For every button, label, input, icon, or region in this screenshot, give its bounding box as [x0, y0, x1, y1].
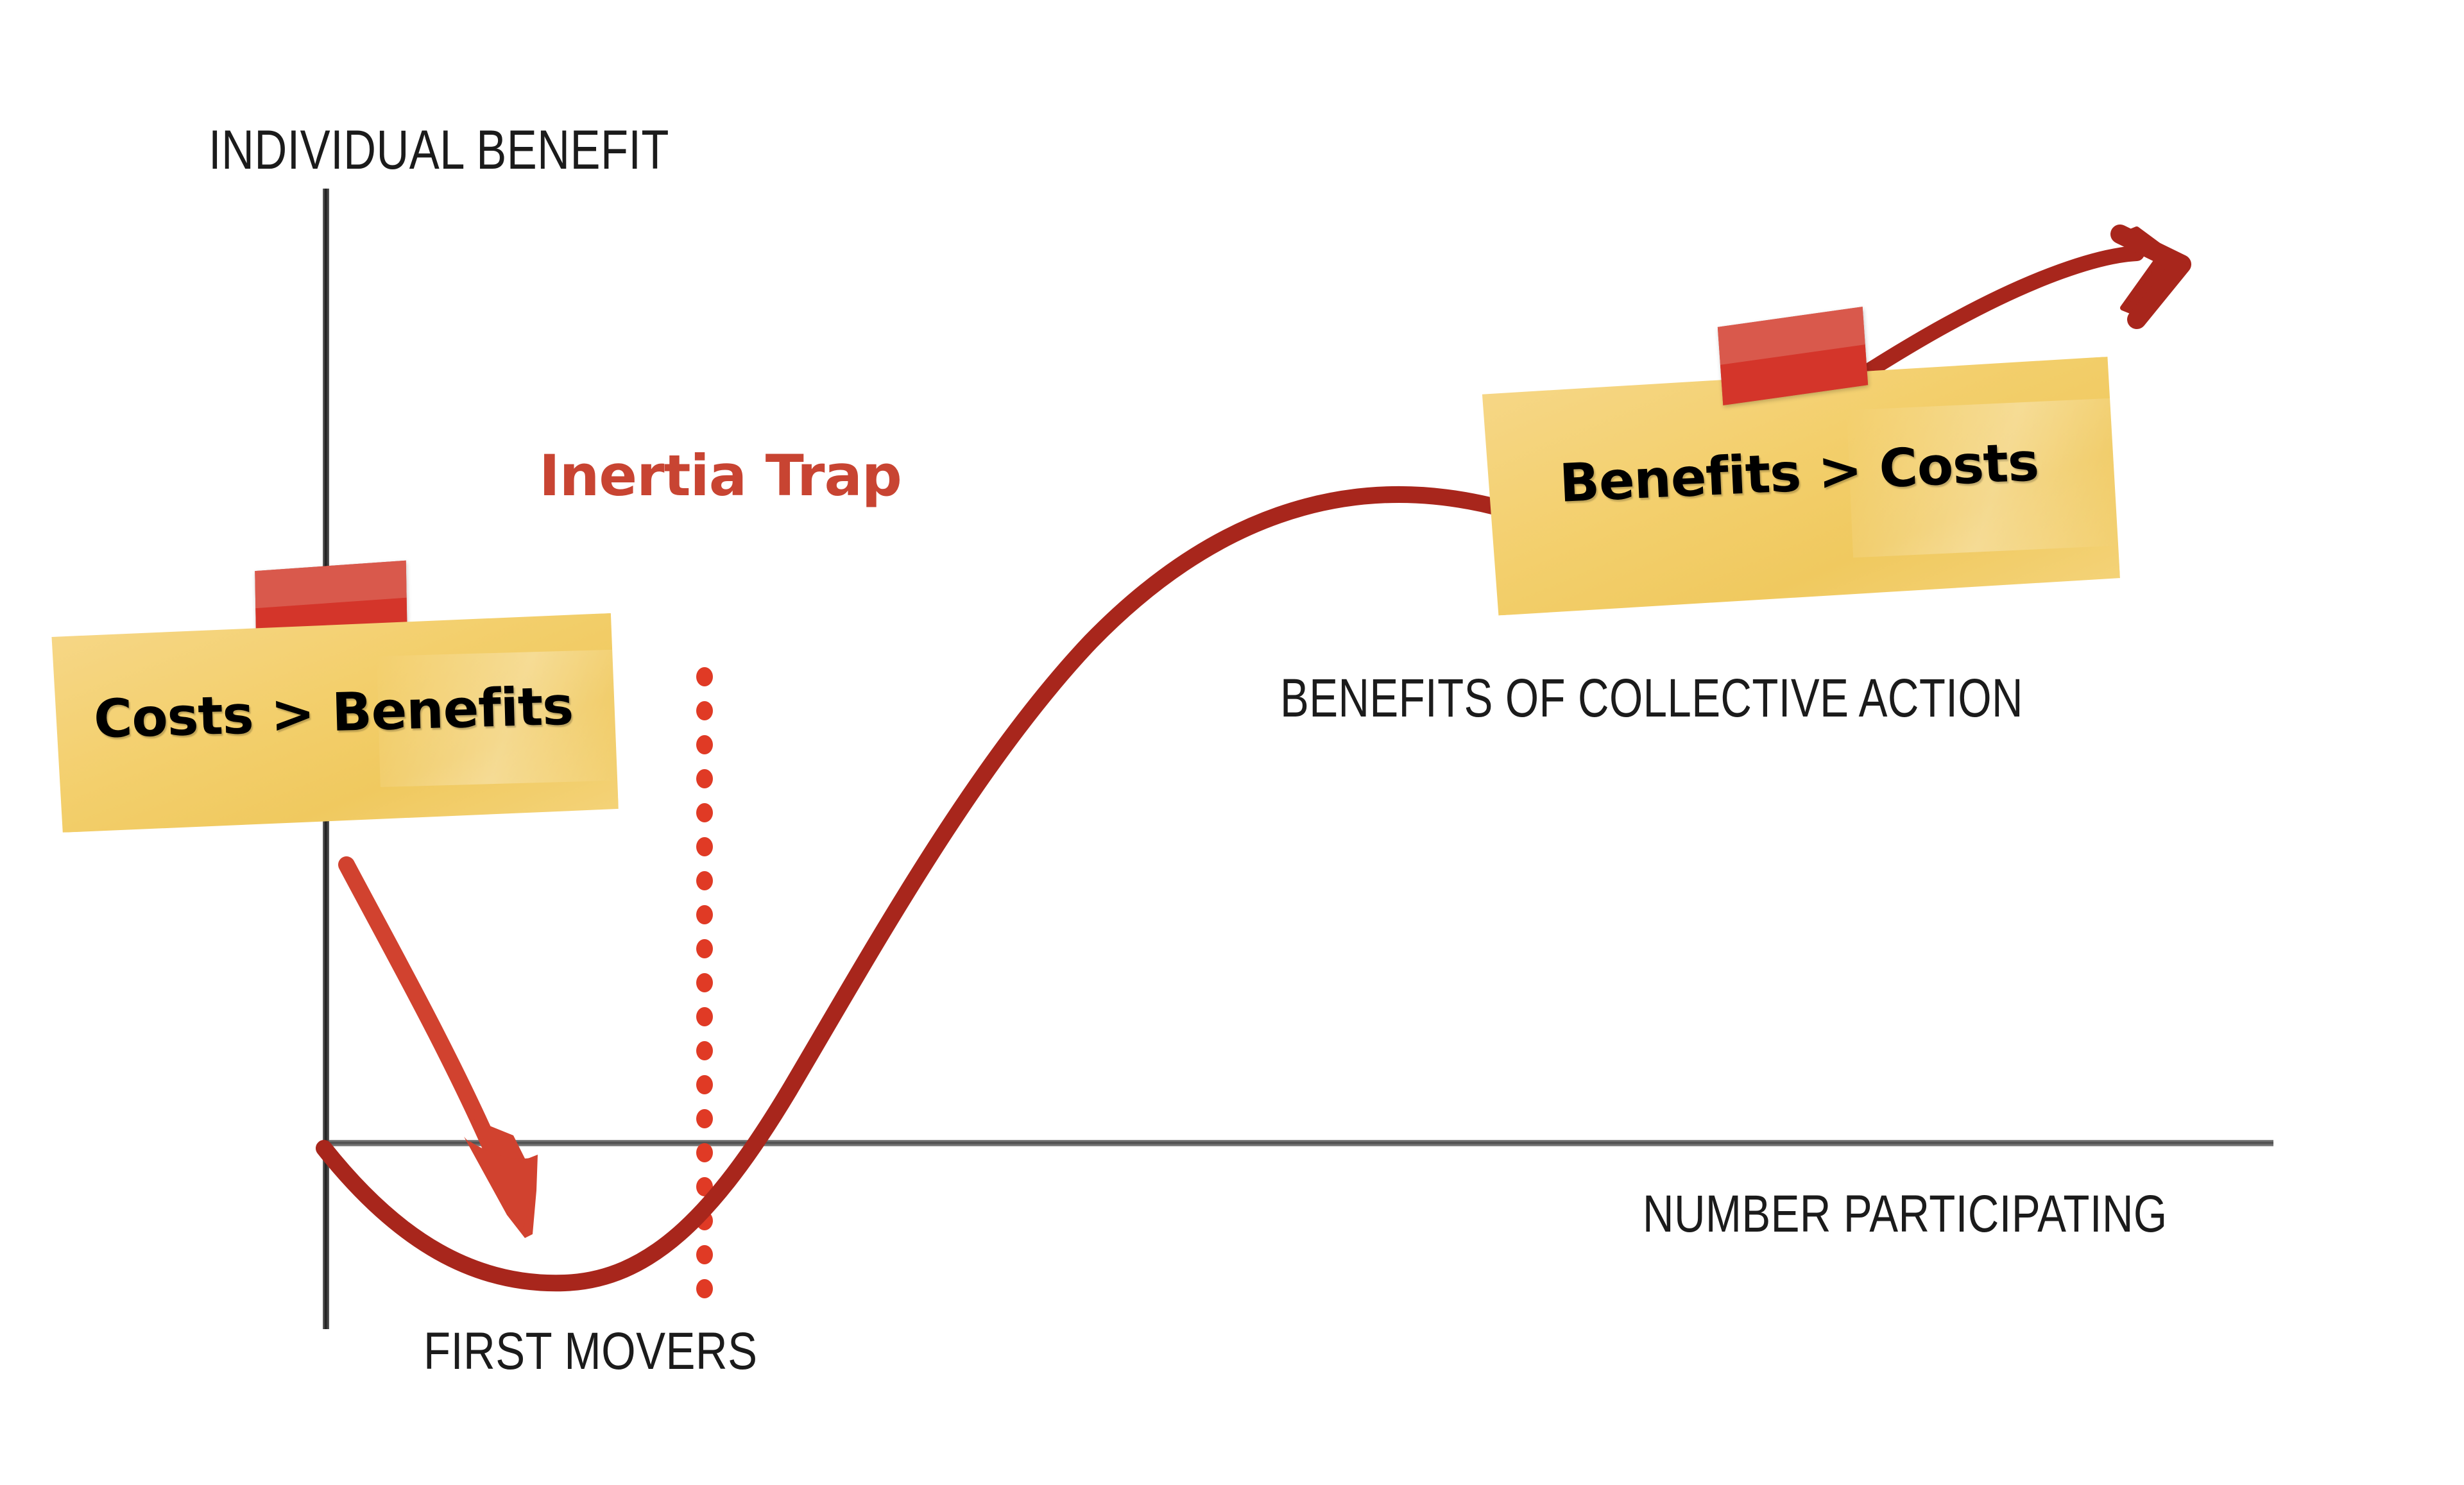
y-axis-label: INDIVIDUAL BENEFIT: [209, 119, 669, 181]
x-axis-line: [324, 1140, 2273, 1146]
inertia-trap-label: Inertia Trap: [539, 443, 902, 509]
sticky-note-costs-greater-benefits[interactable]: Costs > Benefits: [49, 613, 619, 833]
sticky-note-benefits-greater-costs[interactable]: Benefits > Costs: [1478, 357, 2120, 616]
inertia-down-arrow: [338, 856, 538, 1238]
threshold-label-first-movers: FIRST MOVERS: [424, 1322, 758, 1380]
threshold-dotted-line: [696, 667, 713, 1298]
x-axis-label: NUMBER PARTICIPATING: [1643, 1185, 2168, 1243]
curve-series-label: BENEFITS OF COLLECTIVE ACTION: [1280, 668, 2023, 728]
